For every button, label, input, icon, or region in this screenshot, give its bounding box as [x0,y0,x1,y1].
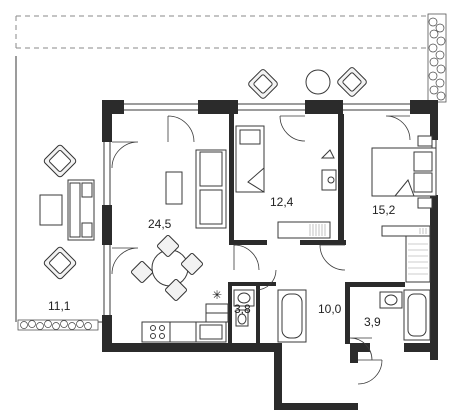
area-bedroom-master: 15,2 [372,203,396,217]
terrace-sofa-set [39,144,95,280]
hall-wardrobe [405,235,431,283]
area-bathroom-small: 3,8 [234,302,251,316]
area-hall: 10,0 [318,302,342,316]
bedroom-small-furniture [235,125,337,239]
area-bedroom-small: 12,4 [270,195,294,209]
bathroom-fixtures [379,289,431,341]
bathroom-small-fixtures [233,289,307,343]
room-labels: 24,5 12,4 15,2 11,1 3,8 10,0 3,9 [48,195,396,329]
snowflake-icon: ✳ [212,288,222,302]
walls [102,100,438,410]
doors [111,115,411,385]
plant-icon [17,13,447,331]
area-bathroom: 3,9 [364,315,381,329]
terrace-lounge-set [248,67,367,99]
bedroom-master-furniture [371,135,437,237]
area-terrace: 11,1 [48,299,71,313]
area-living: 24,5 [148,217,172,231]
living-room-furniture: ✳ [131,149,229,343]
